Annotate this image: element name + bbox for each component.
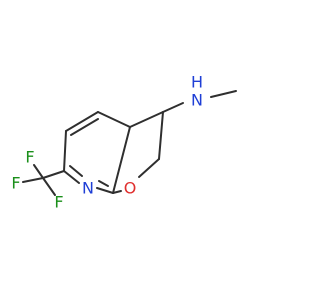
- bond-methyl-n: [210, 90, 237, 98]
- bond-cf3-f-left: [22, 177, 44, 183]
- bond-c4-c5: [65, 111, 99, 132]
- atom-f2: F: [11, 174, 20, 193]
- amine-n-label: N: [191, 91, 203, 110]
- molecule-structure: N H N O F F F: [11, 73, 237, 212]
- atom-f1: F: [25, 148, 34, 167]
- furan-o-label: O: [124, 179, 137, 198]
- bond-c2-o: [138, 158, 160, 178]
- bond-c3-c3a: [129, 111, 164, 128]
- fluorine-label: F: [25, 148, 34, 167]
- bond-c6-cf3: [42, 170, 65, 179]
- bond-n-c3: [162, 102, 184, 113]
- molecule-canvas: N H N O F F F: [11, 72, 237, 212]
- atom-f3: F: [54, 193, 63, 212]
- atom-ring-o: O: [124, 179, 137, 198]
- atom-amine-h: H: [191, 73, 203, 92]
- bond-n-c7a-inner: [98, 180, 109, 187]
- bond-cf3-f-top: [33, 164, 44, 179]
- bond-c3-c2: [158, 111, 164, 160]
- bond-cf3-f-bottom: [42, 177, 56, 196]
- atom-labels: N H N O F F F: [11, 73, 203, 212]
- bond-c3a-c4: [97, 111, 131, 128]
- bond-c6-n-inner: [69, 165, 83, 177]
- bond-c3a-c7a: [112, 126, 131, 194]
- amine-h-label: H: [191, 73, 203, 92]
- bond-o-c7a: [112, 190, 122, 194]
- bond-c5-c6: [63, 130, 67, 172]
- bond-c6-n: [63, 170, 80, 184]
- bond-c4-c5-inner: [70, 118, 99, 136]
- fluorine-label: F: [11, 174, 20, 193]
- fluorine-label: F: [54, 193, 63, 212]
- bonds: [22, 90, 237, 196]
- atom-amine-n: N: [191, 91, 203, 110]
- bond-n-c7a: [96, 187, 114, 194]
- pyridine-n-label: N: [82, 179, 94, 198]
- atom-ring-n: N: [82, 179, 94, 198]
